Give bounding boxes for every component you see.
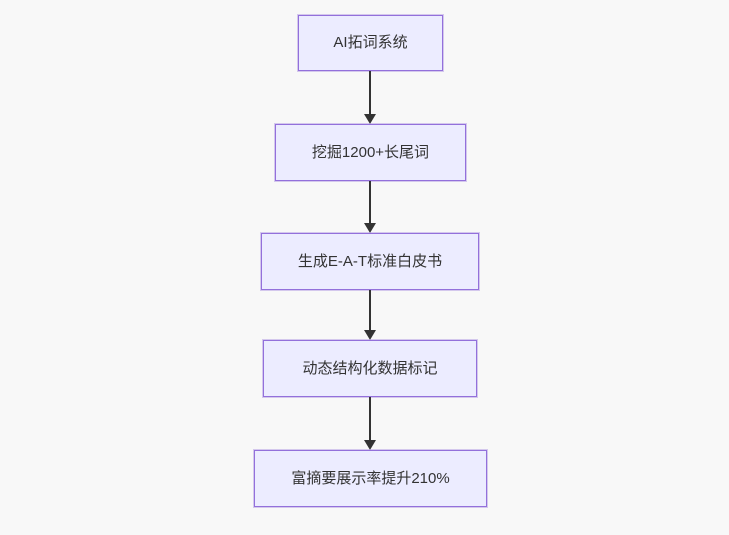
edge-line [369, 181, 371, 224]
flowchart-node-ai-word-expansion: AI拓词系统 [298, 15, 443, 71]
arrow-down-icon [364, 223, 376, 233]
node-label: AI拓词系统 [333, 34, 408, 51]
edge-line [369, 397, 371, 441]
node-label: 挖掘1200+长尾词 [311, 143, 430, 161]
node-label: 富摘要展示率提升210% [291, 469, 450, 487]
node-label: 动态结构化数据标记 [302, 359, 438, 377]
flowchart-node-eat-whitepaper: 生成E-A-T标准白皮书 [261, 233, 479, 290]
edge-line [369, 71, 371, 115]
edge-line [369, 290, 371, 331]
flowchart-node-rich-snippet-rate: 富摘要展示率提升210% [254, 450, 487, 507]
arrow-down-icon [364, 440, 376, 450]
arrow-down-icon [364, 330, 376, 340]
flowchart-node-longtail-mining: 挖掘1200+长尾词 [275, 124, 466, 181]
flowchart-node-structured-data-markup: 动态结构化数据标记 [263, 340, 477, 397]
node-label: 生成E-A-T标准白皮书 [297, 252, 443, 270]
arrow-down-icon [364, 114, 376, 124]
